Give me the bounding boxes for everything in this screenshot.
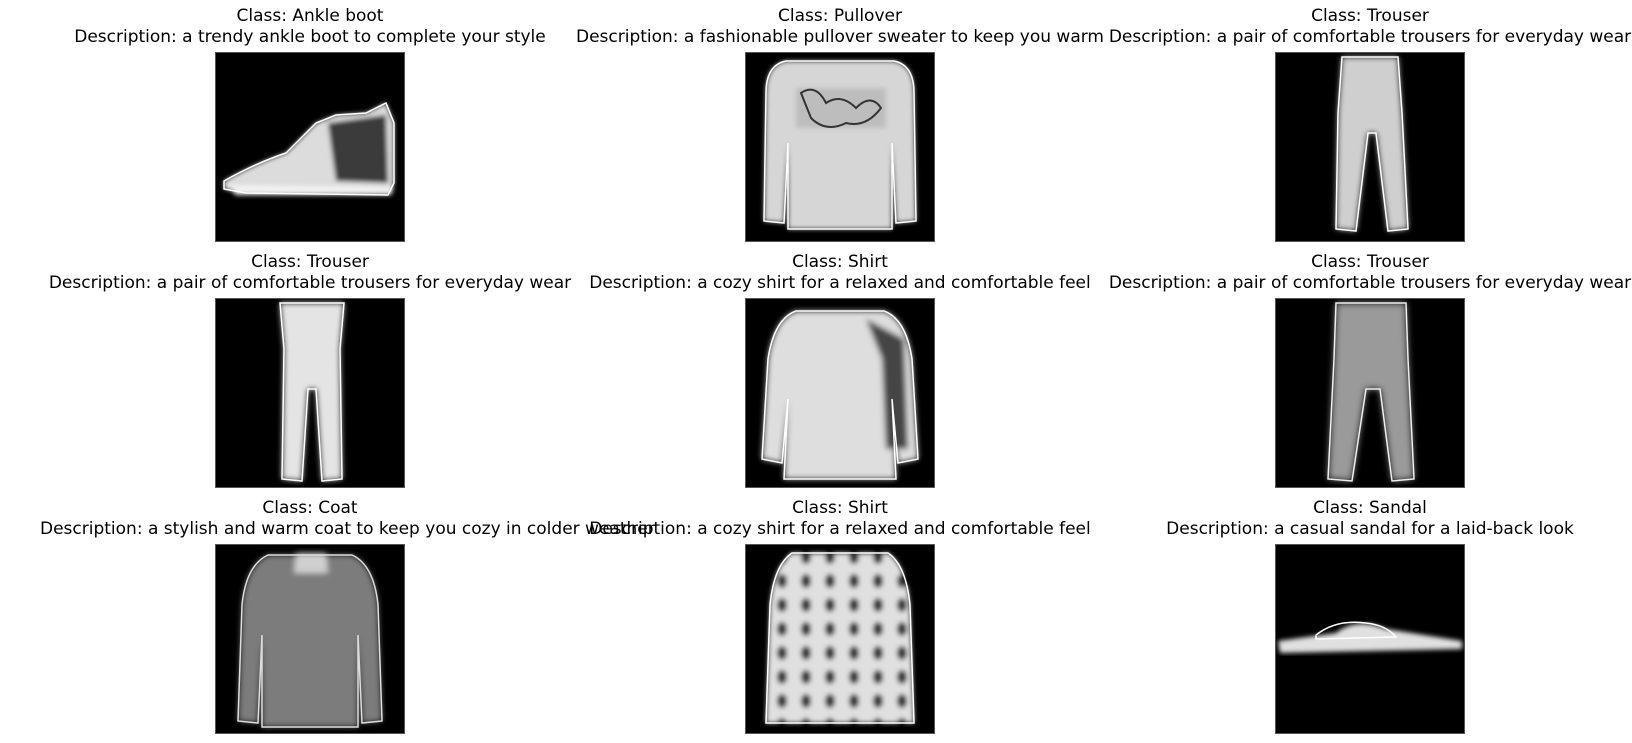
- panel-class-title: Class: Shirt: [792, 498, 888, 518]
- panel-ankle-boot: Class: Ankle boot Description: a trendy …: [40, 0, 580, 246]
- panel-trouser: Class: Trouser Description: a pair of co…: [1100, 0, 1632, 246]
- shirt-image: [745, 544, 935, 734]
- trouser-image: [1275, 298, 1465, 488]
- panel-class-title: Class: Trouser: [251, 252, 369, 272]
- trouser-icon: [1335, 56, 1409, 232]
- panel-trouser: Class: Trouser Description: a pair of co…: [1100, 246, 1632, 492]
- pullover-image: [745, 52, 935, 242]
- panel-class-title: Class: Pullover: [778, 6, 902, 26]
- panel-pullover: Class: Pullover Description: a fashionab…: [570, 0, 1110, 246]
- panel-coat: Class: Coat Description: a stylish and w…: [40, 492, 655, 738]
- panel-description: Description: a cozy shirt for a relaxed …: [589, 519, 1091, 539]
- panel-description: Description: a trendy ankle boot to comp…: [74, 27, 546, 47]
- panel-class-title: Class: Sandal: [1313, 498, 1427, 518]
- panel-class-title: Class: Trouser: [1311, 252, 1429, 272]
- sandal-image: [1275, 544, 1465, 734]
- panel-class-title: Class: Trouser: [1311, 6, 1429, 26]
- panel-class-title: Class: Shirt: [792, 252, 888, 272]
- panel-description: Description: a cozy shirt for a relaxed …: [589, 273, 1091, 293]
- trouser-image: [1275, 52, 1465, 242]
- shirt-icon: [761, 310, 919, 480]
- shirt-icon: [765, 552, 915, 724]
- panel-description: Description: a casual sandal for a laid-…: [1166, 519, 1574, 539]
- panel-description: Description: a pair of comfortable trous…: [1108, 273, 1632, 293]
- ankle-boot-image: [215, 52, 405, 242]
- panel-description: Description: a pair of comfortable trous…: [1108, 27, 1632, 47]
- trouser-icon: [1327, 302, 1415, 482]
- panel-shirt: Class: Shirt Description: a cozy shirt f…: [570, 246, 1110, 492]
- panel-trouser: Class: Trouser Description: a pair of co…: [40, 246, 580, 492]
- panel-description: Description: a pair of comfortable trous…: [48, 273, 572, 293]
- panel-shirt: Class: Shirt Description: a cozy shirt f…: [570, 492, 1110, 738]
- coat-icon: [237, 553, 383, 728]
- panel-description: Description: a fashionable pullover swea…: [575, 27, 1104, 47]
- trouser-icon: [279, 302, 345, 482]
- panel-description: Description: a stylish and warm coat to …: [40, 519, 655, 539]
- panel-class-title: Class: Ankle boot: [236, 6, 384, 26]
- sandal-icon: [1278, 621, 1462, 653]
- panel-class-title: Class: Coat: [262, 498, 358, 518]
- shirt-image: [745, 298, 935, 488]
- coat-image: [215, 544, 405, 734]
- pullover-icon: [763, 60, 917, 230]
- panel-sandal: Class: Sandal Description: a casual sand…: [1100, 492, 1632, 738]
- ankle-boot-icon: [223, 101, 395, 196]
- trouser-image: [215, 298, 405, 488]
